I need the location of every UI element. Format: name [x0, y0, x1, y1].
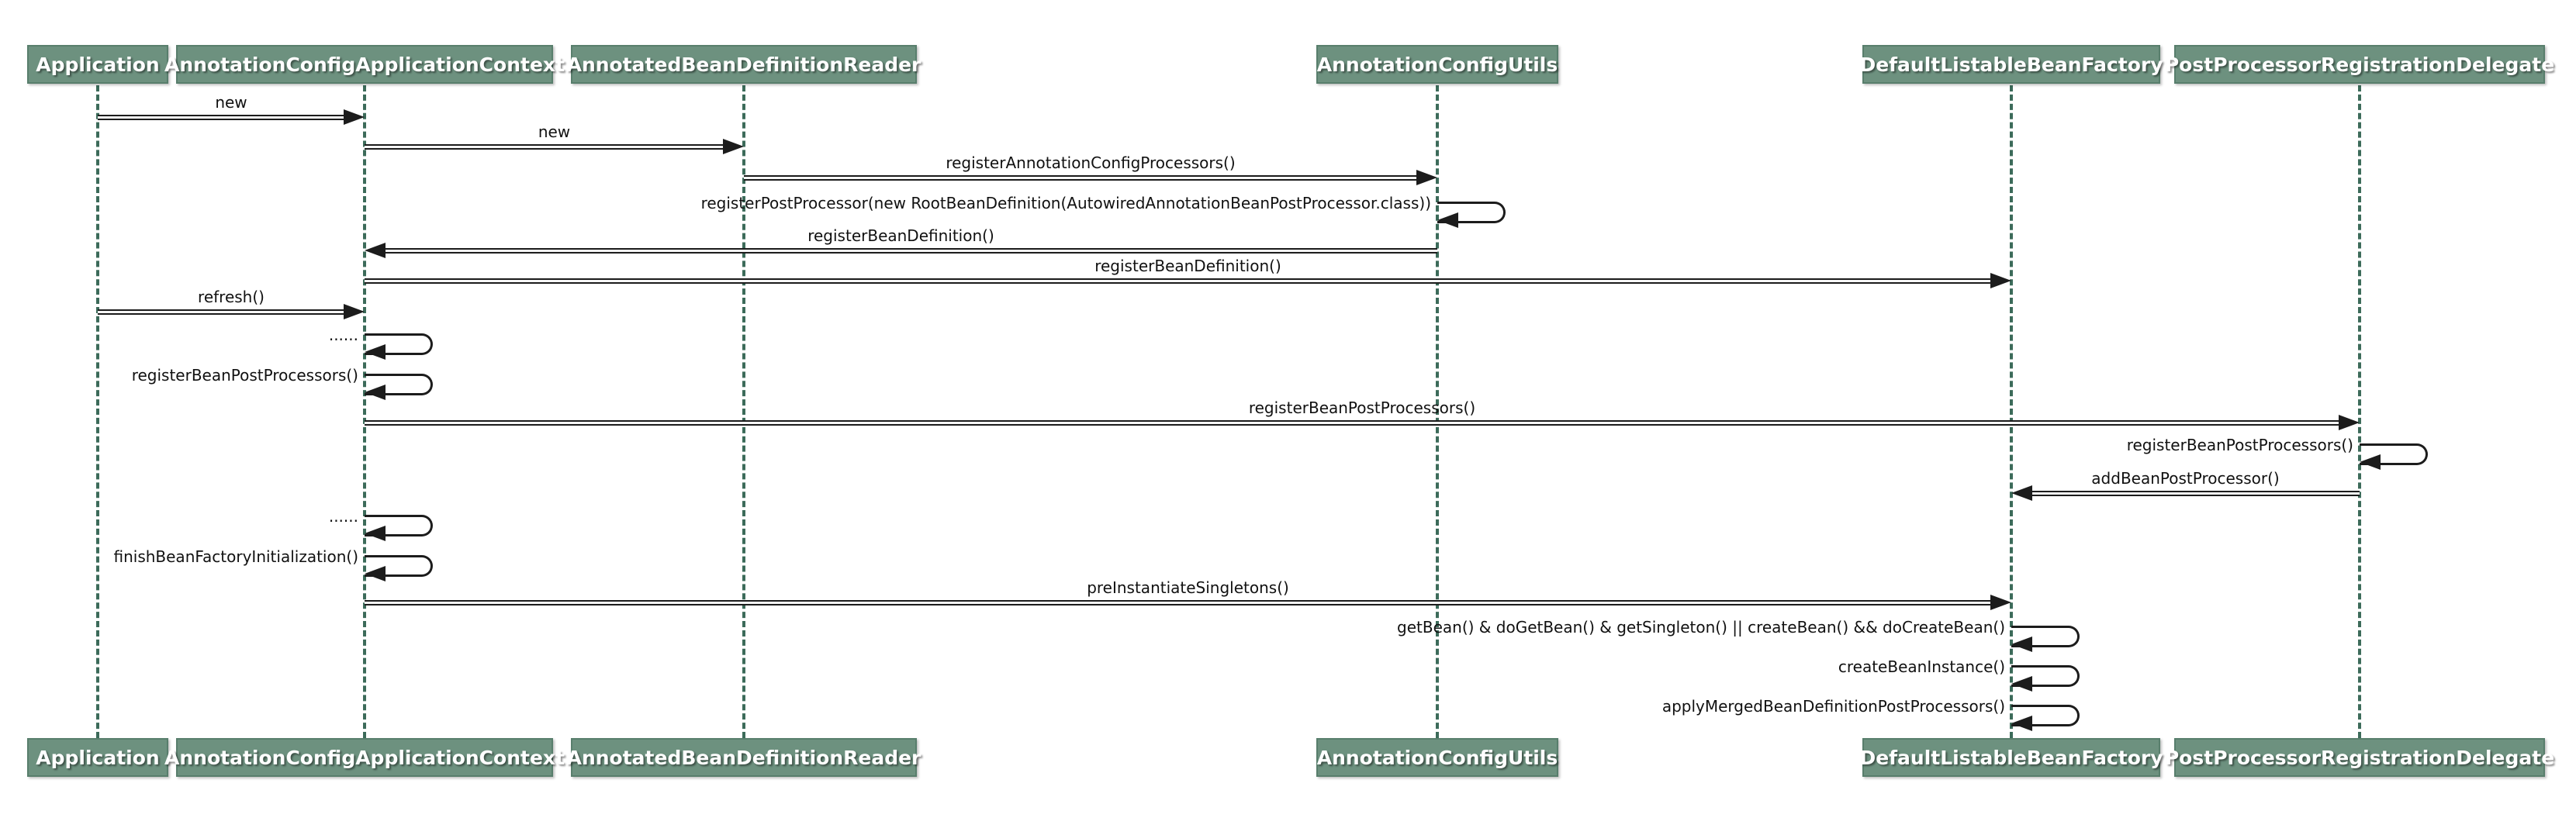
message-line-0 [98, 115, 349, 120]
lifeline-1 [363, 85, 366, 738]
message-label-3: registerPostProcessor(new RootBeanDefini… [700, 194, 1431, 212]
message-label-2: registerAnnotationConfigProcessors() [946, 154, 1236, 172]
self-call-loop-3 [1437, 202, 1506, 223]
lifeline-5 [2358, 85, 2361, 738]
arrowhead [1990, 595, 2011, 610]
message-line-4 [380, 248, 1437, 254]
message-line-9 [365, 420, 2344, 426]
message-label-14: preInstantiateSingletons() [1087, 578, 1289, 597]
message-label-10: registerBeanPostProcessors() [2126, 436, 2353, 454]
message-label-4: registerBeanDefinition() [807, 226, 994, 245]
participant-box-bottom-0: Application [27, 738, 168, 777]
arrowhead [344, 304, 365, 319]
arrowhead [2360, 454, 2381, 470]
message-line-6 [98, 309, 349, 315]
arrowhead [1437, 212, 1458, 228]
arrowhead [2339, 415, 2360, 430]
arrowhead [2011, 637, 2032, 652]
self-call-loop-12 [365, 515, 433, 536]
message-label-17: applyMergedBeanDefinitionPostProcessors(… [1661, 697, 2005, 716]
arrowhead [365, 385, 386, 400]
participant-box-top-3: AnnotationConfigUtils [1316, 45, 1558, 84]
message-label-15: getBean() & doGetBean() & getSingleton()… [1397, 618, 2005, 637]
message-line-2 [744, 175, 1422, 181]
lifeline-2 [742, 85, 745, 738]
message-line-1 [365, 144, 728, 150]
participant-box-bottom-1: AnnotationConfigApplicationContext [164, 738, 565, 777]
self-call-loop-15 [2011, 626, 2080, 647]
lifeline-4 [2010, 85, 2013, 738]
message-label-7: ...... [328, 326, 358, 344]
self-call-loop-8 [365, 374, 433, 395]
message-line-5 [365, 278, 1996, 284]
message-label-5: registerBeanDefinition() [1094, 257, 1281, 275]
message-label-12: ...... [328, 507, 358, 526]
message-label-6: refresh() [198, 288, 265, 306]
participant-box-top-5: PostProcessorRegistrationDelegate [2165, 45, 2554, 84]
arrowhead [344, 109, 365, 125]
message-label-0: new [215, 93, 247, 112]
self-call-loop-16 [2011, 665, 2080, 687]
self-call-loop-17 [2011, 705, 2080, 726]
participant-box-top-0: Application [27, 45, 168, 84]
arrowhead [2011, 716, 2032, 731]
message-line-11 [2027, 491, 2360, 496]
self-call-loop-13 [365, 555, 433, 577]
participant-box-bottom-5: PostProcessorRegistrationDelegate [2165, 738, 2554, 777]
arrowhead [365, 344, 386, 360]
message-label-11: addBeanPostProcessor() [2091, 469, 2280, 488]
participant-box-top-2: AnnotatedBeanDefinitionReader [567, 45, 921, 84]
message-line-14 [365, 600, 1996, 605]
message-label-1: new [538, 122, 571, 141]
self-call-loop-7 [365, 333, 433, 355]
message-label-13: finishBeanFactoryInitialization() [113, 547, 358, 566]
lifeline-3 [1436, 85, 1439, 738]
participant-box-bottom-2: AnnotatedBeanDefinitionReader [567, 738, 921, 777]
lifeline-0 [96, 85, 99, 738]
participant-box-top-1: AnnotationConfigApplicationContext [164, 45, 565, 84]
arrowhead [365, 526, 386, 541]
participant-box-top-4: DefaultListableBeanFactory [1859, 45, 2163, 84]
arrowhead [1416, 170, 1437, 185]
self-call-loop-10 [2360, 443, 2428, 465]
arrowhead [1990, 273, 2011, 288]
participant-box-bottom-4: DefaultListableBeanFactory [1859, 738, 2163, 777]
message-label-16: createBeanInstance() [1838, 657, 2005, 676]
message-label-8: registerBeanPostProcessors() [131, 366, 358, 385]
arrowhead [365, 566, 386, 581]
arrowhead [365, 243, 386, 258]
participant-box-bottom-3: AnnotationConfigUtils [1316, 738, 1558, 777]
message-label-9: registerBeanPostProcessors() [1248, 398, 1476, 417]
arrowhead [2011, 676, 2032, 692]
arrowhead [2011, 485, 2032, 501]
arrowhead [723, 139, 744, 154]
